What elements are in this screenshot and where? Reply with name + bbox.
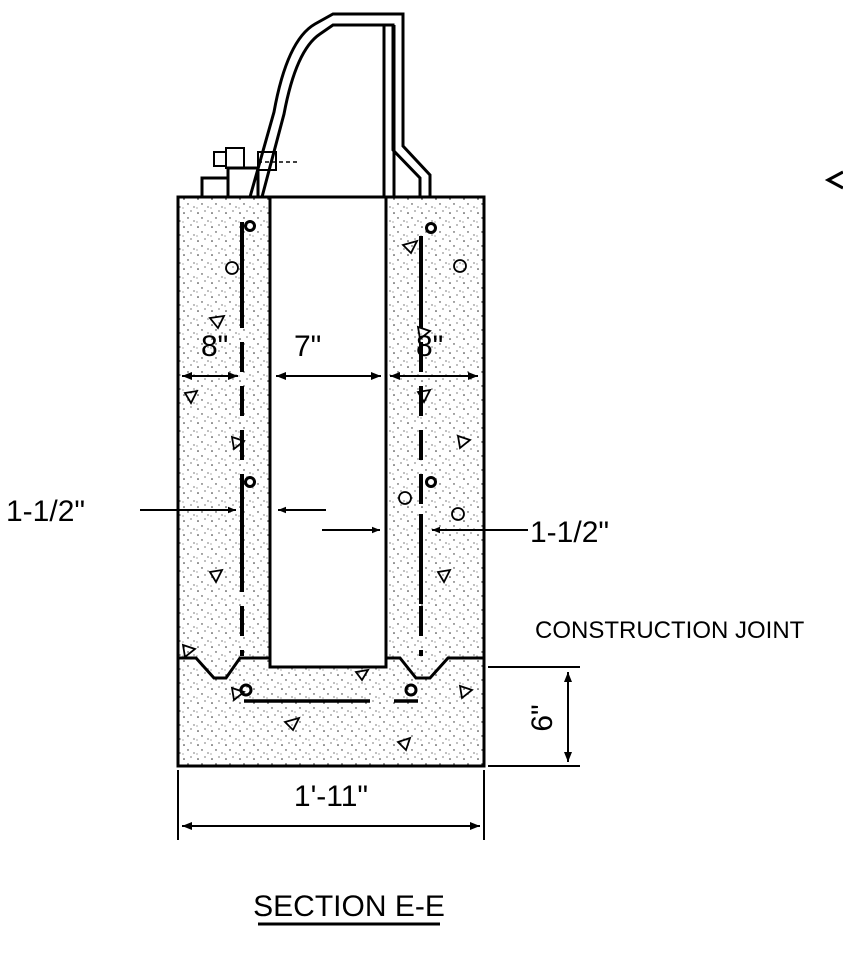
cover-dimensions [140, 506, 528, 534]
base-height-dimension [488, 666, 580, 767]
aggregate-symbols [181, 239, 474, 752]
dim-right-cover: 1-1/2" [530, 516, 609, 549]
section-view-arrow-icon [824, 170, 843, 190]
dim-void: 7" [294, 330, 321, 363]
steel-barrier-post [200, 12, 432, 199]
concrete-section [176, 195, 486, 768]
dim-base-height: 6" [526, 704, 559, 731]
total-width-dimension [177, 770, 485, 840]
hollow-core [268, 195, 388, 669]
dim-left-cover: 1-1/2" [6, 495, 85, 528]
rebar [239, 220, 437, 703]
construction-joint-note: CONSTRUCTION JOINT [535, 617, 805, 644]
dim-left-wall: 8" [201, 330, 228, 363]
construction-joint-line [178, 656, 484, 680]
section-outline [176, 195, 486, 768]
dim-right-wall: 8" [416, 330, 443, 363]
section-title: SECTION E-E [253, 890, 445, 923]
dim-total-width: 1'-11" [294, 780, 368, 813]
